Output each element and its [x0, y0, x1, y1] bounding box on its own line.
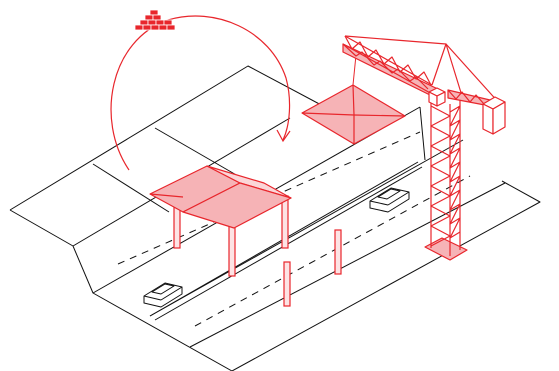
suspended-roof-panel	[301, 54, 406, 145]
embankment-left-edge	[9, 209, 233, 371]
crane-jib	[342, 35, 441, 97]
embankment-mid-line	[92, 163, 170, 213]
crane-counterweight	[482, 96, 506, 135]
car-icon	[143, 282, 183, 308]
canopy-roof-icon	[149, 165, 292, 229]
support-column-icon	[283, 261, 291, 307]
embankment-cross-line	[154, 127, 246, 181]
support-column-icon	[281, 195, 289, 249]
tower-crane-icon	[342, 35, 506, 261]
support-columns	[173, 195, 342, 307]
embankment-right-inner	[419, 106, 426, 161]
road-near-edge	[149, 139, 464, 317]
lane-dash-line-1	[117, 131, 421, 265]
lane-markings	[117, 131, 471, 327]
curved-arrow-icon	[110, 15, 291, 171]
support-column-icon	[334, 229, 342, 275]
support-column-icon	[228, 221, 236, 277]
embankment-right-low	[189, 182, 506, 348]
bricks-icon	[134, 9, 176, 31]
embankment-top-edge	[9, 65, 326, 211]
crane-mast	[430, 96, 461, 256]
crane-cab	[428, 87, 446, 107]
lane-dash-line-2	[194, 175, 471, 327]
embankment-right-edge	[231, 180, 541, 371]
car-icon	[369, 187, 410, 213]
